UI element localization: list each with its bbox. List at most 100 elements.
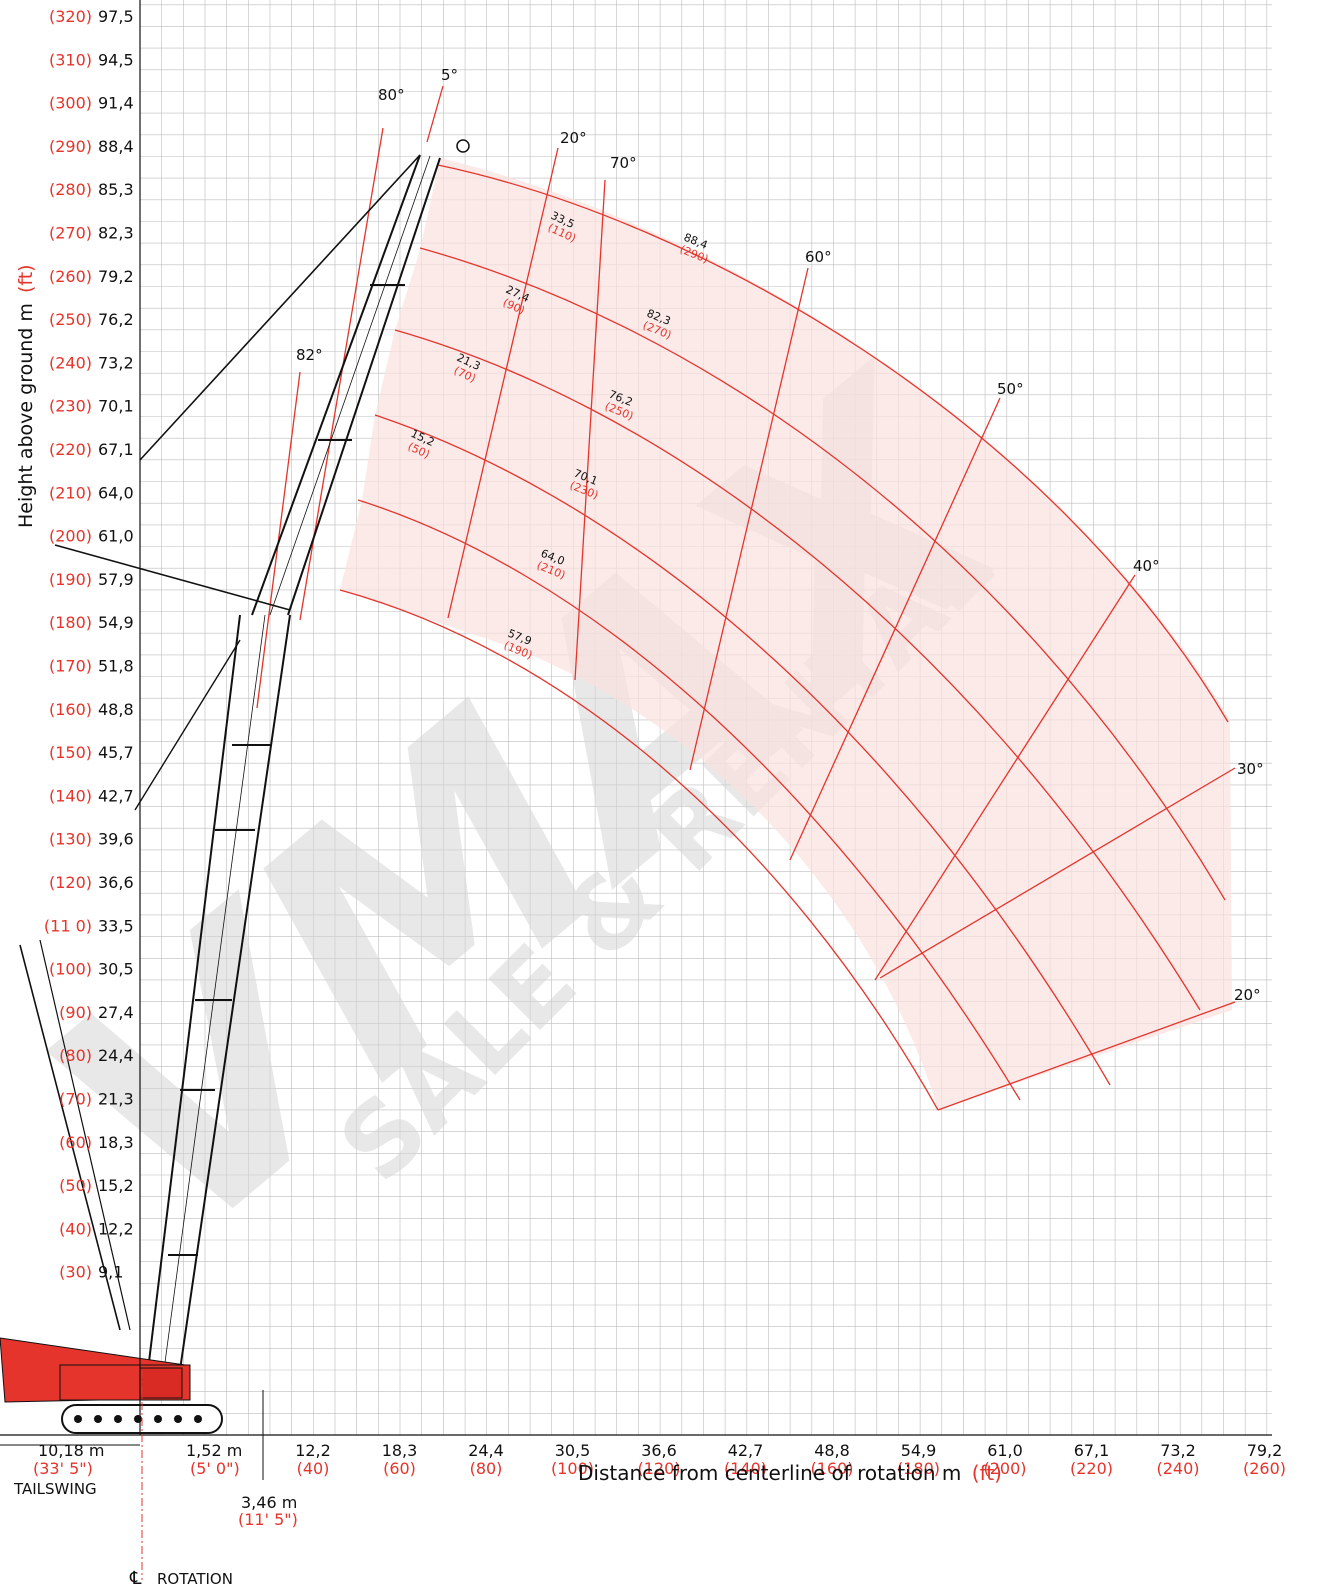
y-tick-m: 12,2 [98, 1219, 134, 1238]
y-tick-ft: (130) [49, 830, 92, 849]
x-tick-ft: (200) [983, 1459, 1026, 1478]
x-tick-m: 54,9 [901, 1441, 937, 1460]
x-axis-tick-labels: 12,2(40)18,3(60)24,4(80)30,5(100)36,6(12… [295, 1441, 1286, 1478]
jib-left [251, 154, 421, 616]
tailswing-ft: (33' 5") [33, 1459, 93, 1478]
x-tick-ft: (80) [470, 1459, 503, 1478]
y-tick-m: 42,7 [98, 786, 134, 805]
angle-70: 70° [610, 154, 637, 172]
offset-m: 1,52 m [186, 1441, 242, 1460]
angle-40: 40° [1133, 557, 1160, 575]
angle-line-30 [879, 767, 1236, 979]
x-tick-ft: (160) [810, 1459, 853, 1478]
y-tick-ft: (150) [49, 743, 92, 762]
y-tick-m: 73,2 [98, 353, 134, 372]
x-tick-ft: (220) [1070, 1459, 1113, 1478]
y-axis-title-main: Height above ground m [15, 303, 37, 528]
angle-line-50 [789, 397, 1001, 861]
back-mast [19, 944, 121, 1331]
tailswing-m: 10,18 m [38, 1441, 104, 1460]
pivot-height-m: 3,46 m [241, 1493, 297, 1512]
x-tick-m: 18,3 [382, 1441, 418, 1460]
y-tick-m: 79,2 [98, 267, 134, 286]
y-tick-ft: (220) [49, 440, 92, 459]
sheave-head [456, 139, 470, 153]
x-tick-m: 48,8 [814, 1441, 850, 1460]
y-tick-m: 70,1 [98, 397, 134, 416]
radius-arcs [339, 164, 1229, 1111]
y-tick-ft: (200) [49, 527, 92, 546]
y-tick-ft: (260) [49, 267, 92, 286]
x-axis-title: Distance from centerline of rotation m (… [578, 1461, 1002, 1485]
x-axis-title-unit: (ft) [972, 1461, 1002, 1485]
y-tick-ft: (90) [59, 1003, 92, 1022]
angle-line-5 [426, 85, 444, 143]
x-tick-ft: (120) [637, 1459, 680, 1478]
centerline-symbol: ℄ [129, 1568, 142, 1589]
angle-labels: 80° 5° 82° 20° 70° 60° 50° 40° 30° 20° [296, 66, 1264, 1004]
y-axis-title: Height above ground m (ft) [15, 264, 37, 528]
y-tick-m: 88,4 [98, 137, 134, 156]
y-tick-m: 18,3 [98, 1133, 134, 1152]
y-tick-m: 85,3 [98, 180, 134, 199]
y-tick-ft: (170) [49, 657, 92, 676]
y-tick-m: 67,1 [98, 440, 134, 459]
y-tick-m: 57,9 [98, 570, 134, 589]
y-tick-ft: (80) [59, 1046, 92, 1065]
x-tick-ft: (240) [1156, 1459, 1199, 1478]
y-tick-m: 76,2 [98, 310, 134, 329]
main-boom-left [147, 614, 241, 1371]
arc-82-3 [419, 247, 1226, 901]
y-tick-ft: (280) [49, 180, 92, 199]
grid [139, 0, 1272, 1436]
y-tick-ft: (300) [49, 94, 92, 113]
y-tick-ft: (320) [49, 7, 92, 26]
angle-line-60 [689, 267, 809, 771]
x-tick-m: 12,2 [295, 1441, 331, 1460]
y-axis-title-unit: (ft) [15, 264, 37, 293]
y-tick-ft: (30) [59, 1263, 92, 1282]
angle-50: 50° [997, 380, 1024, 398]
y-tick-m: 51,8 [98, 657, 134, 676]
y-tick-m: 64,0 [98, 483, 134, 502]
arc-76-2 [394, 329, 1201, 1011]
angle-30: 30° [1237, 760, 1264, 778]
x-tick-m: 42,7 [728, 1441, 764, 1460]
y-tick-m: 15,2 [98, 1176, 134, 1195]
y-tick-m: 9,1 [98, 1263, 123, 1282]
y-tick-ft: (60) [59, 1133, 92, 1152]
y-tick-ft: (310) [49, 50, 92, 69]
rotation-label: ROTATION [157, 1570, 233, 1588]
y-tick-ft: (40) [59, 1219, 92, 1238]
y-tick-ft: (210) [49, 483, 92, 502]
arc-88-4 [437, 164, 1229, 723]
x-tick-m: 79,2 [1247, 1441, 1283, 1460]
y-tick-m: 21,3 [98, 1090, 134, 1109]
x-tick-ft: (260) [1243, 1459, 1286, 1478]
y-tick-m: 54,9 [98, 613, 134, 632]
jib-right [287, 157, 441, 616]
x-tick-m: 30,5 [555, 1441, 591, 1460]
y-tick-m: 82,3 [98, 224, 134, 243]
y-tick-ft: (70) [59, 1090, 92, 1109]
x-tick-m: 61,0 [987, 1441, 1023, 1460]
x-tick-m: 67,1 [1074, 1441, 1110, 1460]
y-tick-ft: (230) [49, 397, 92, 416]
arc-70-1 [374, 414, 1111, 1086]
x-tick-ft: (60) [383, 1459, 416, 1478]
y-tick-ft: (270) [49, 224, 92, 243]
radius-labels: 88,4 (290) 82,3 (270) 76,2 (250) 70,1 (2… [502, 231, 710, 662]
angle-line-40 [874, 574, 1136, 981]
angle-20-bottom: 20° [1234, 986, 1261, 1004]
x-tick-m: 73,2 [1160, 1441, 1196, 1460]
y-tick-ft: (11 0) [44, 916, 92, 935]
angle-82: 82° [296, 346, 323, 364]
y-tick-ft: (190) [49, 570, 92, 589]
main-boom-right [179, 614, 291, 1371]
x-tick-ft: (40) [297, 1459, 330, 1478]
y-axis-tick-labels: (320)97,5(310)94,5(300)91,4(290)88,4(280… [44, 7, 134, 1282]
x-tick-m: 24,4 [468, 1441, 504, 1460]
y-tick-m: 61,0 [98, 527, 134, 546]
y-tick-m: 30,5 [98, 960, 134, 979]
